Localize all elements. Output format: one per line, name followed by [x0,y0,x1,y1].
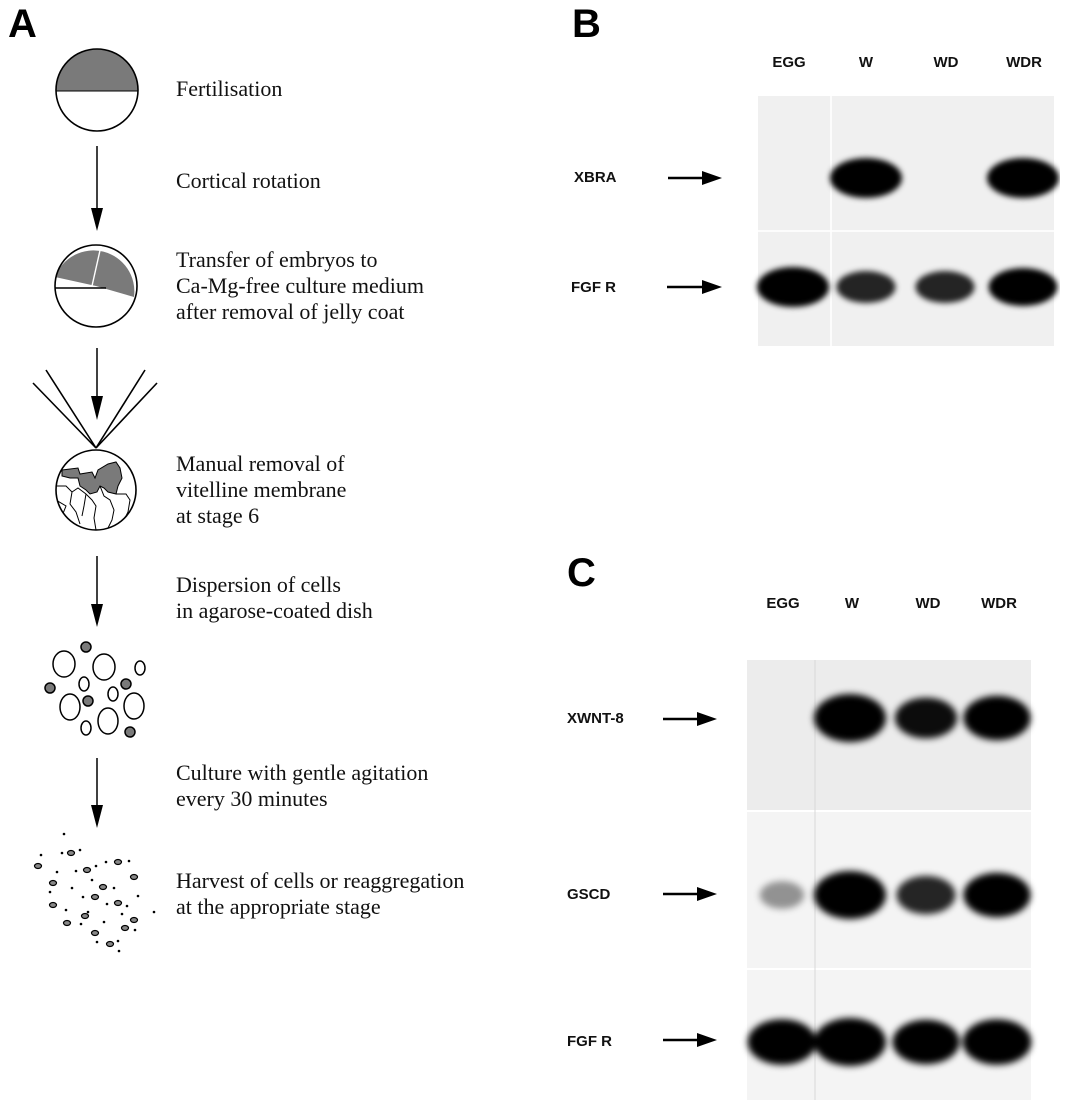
band-xwnt-8-lane-4 [963,695,1031,741]
arrow-right-icon [668,171,722,185]
lane-label-wd: WD [933,54,959,71]
probe-label-gscd: GSCD [567,886,611,903]
arrow-right-icon [663,887,717,901]
probe-label-fgfr: FGF R [571,279,616,296]
step-text: Fertilisation [176,76,283,101]
band-fgfr-lane-1 [747,1019,817,1065]
stage6-embryo-icon [55,449,137,531]
fertilised-egg-icon [55,48,139,132]
dispersed-cells-icon [44,641,146,738]
lane-label-wdr: WDR [1006,54,1042,71]
probe-label-fgfr: FGF R [567,1033,612,1050]
rotated-embryo-icon [54,244,138,328]
arrow-down-icon [91,758,103,828]
step-text: Manual removal of [176,451,345,476]
step-cortical-rotation: Cortical rotation [176,168,321,194]
arrow-down-icon [91,348,103,420]
probe-label-xwnt8: XWNT-8 [567,710,624,727]
lane-label-w: W [858,54,874,71]
band-gscd-lane-4 [963,872,1031,918]
panel-c-label: C [567,551,596,595]
band-gscd-lane-2 [814,871,886,919]
step-text: Transfer of embryos to [176,247,378,272]
band-fgfr-lane-2 [814,1018,886,1066]
step-transfer: Transfer of embryos to Ca-Mg-free cultur… [176,247,424,325]
step-text: Harvest of cells or reaggregation [176,868,465,893]
step-text: every 30 minutes [176,786,328,811]
band-xbra-lane-2 [830,158,902,198]
step-harvest: Harvest of cells or reaggregation at the… [176,868,464,920]
band-xwnt-8-lane-3 [894,697,958,739]
lane-label-wdr: WDR [981,595,1017,612]
northern-blot-b [667,96,1059,346]
step-text: after removal of jelly coat [176,299,405,324]
step-text: Dispersion of cells [176,572,341,597]
band-gscd-lane-3 [896,875,956,915]
step-text: Culture with gentle agitation [176,760,429,785]
band-fgfr-lane-4 [988,268,1058,306]
step-culture: Culture with gentle agitation every 30 m… [176,760,428,812]
step-dispersion: Dispersion of cells in agarose-coated di… [176,572,373,624]
band-fgfr-lane-1 [757,267,829,307]
arrow-down-icon [91,556,103,627]
band-fgfr-lane-4 [962,1019,1032,1065]
arrow-right-icon [663,712,717,726]
panel-b-label: B [572,2,601,46]
harvested-cells-icon [33,832,156,953]
step-text: Cortical rotation [176,168,321,193]
band-gscd-lane-1 [759,881,805,909]
step-text: at stage 6 [176,503,260,528]
panel-a-label: A [8,2,37,46]
band-fgfr-lane-3 [915,271,975,303]
step-fertilisation: Fertilisation [176,76,282,102]
northern-blot-c [663,660,1032,1100]
band-fgfr-lane-3 [892,1019,960,1065]
lane-label-egg: EGG [766,595,800,612]
step-membrane-removal: Manual removal of vitelline membrane at … [176,451,346,529]
arrow-right-icon [667,280,722,294]
step-text: at the appropriate stage [176,894,381,919]
probe-label-xbra: XBRA [574,169,617,186]
arrow-right-icon [663,1033,717,1047]
band-xbra-lane-4 [987,158,1059,198]
arrow-down-icon [91,146,103,231]
band-fgfr-lane-2 [836,271,896,303]
step-text: vitelline membrane [176,477,347,502]
protocol-flow-diagram [32,48,158,953]
step-text: Ca-Mg-free culture medium [176,273,425,298]
band-xwnt-8-lane-2 [814,694,886,742]
lane-label-egg: EGG [772,54,806,71]
lane-label-wd: WD [915,595,941,612]
forceps-icon [32,369,158,449]
step-text: in agarose-coated dish [176,598,373,623]
lane-label-w: W [844,595,860,612]
